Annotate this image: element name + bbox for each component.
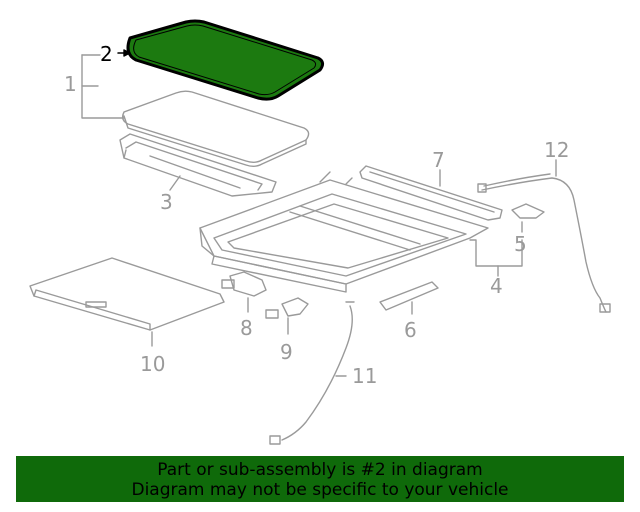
leader-3 (169, 175, 181, 191)
callout-1: 1 (64, 72, 77, 96)
motor-part-8[interactable] (221, 271, 267, 297)
sunroof-frame-housing[interactable] (199, 171, 489, 293)
leader-4 (469, 239, 523, 267)
callout-6: 6 (404, 318, 417, 342)
trim-strip-part-6[interactable] (379, 281, 439, 311)
callout-11: 11 (352, 364, 378, 388)
banner-line-1: Part or sub-assembly is #2 in diagram (157, 460, 483, 480)
callout-3: 3 (160, 190, 173, 214)
bracket-part-5[interactable] (511, 203, 545, 219)
callout-8: 8 (240, 316, 253, 340)
drain-hose-part-11[interactable] (269, 301, 355, 445)
clip-part-9[interactable] (265, 297, 309, 319)
leader-2-arrow (123, 49, 131, 57)
headliner-part-10[interactable] (29, 257, 225, 331)
leader-1 (81, 85, 125, 119)
drain-hose-part-12[interactable] (477, 173, 611, 313)
callout-9: 9 (280, 340, 293, 364)
callout-4: 4 (490, 274, 503, 298)
glass-panel-part-2[interactable] (126, 19, 325, 101)
callout-7: 7 (432, 148, 445, 172)
sunshade-part-3[interactable] (119, 133, 277, 197)
info-banner: Part or sub-assembly is #2 in diagram Di… (16, 456, 624, 502)
deflector-rail-part-7[interactable] (359, 165, 503, 221)
callout-12: 12 (544, 138, 570, 162)
parts-diagram (29, 19, 611, 445)
sunroof-glass-assembly-part-1[interactable] (121, 90, 310, 167)
callout-2: 2 (100, 42, 113, 66)
callout-10: 10 (140, 352, 166, 376)
callout-5: 5 (514, 232, 527, 256)
banner-line-2: Diagram may not be specific to your vehi… (131, 480, 509, 500)
